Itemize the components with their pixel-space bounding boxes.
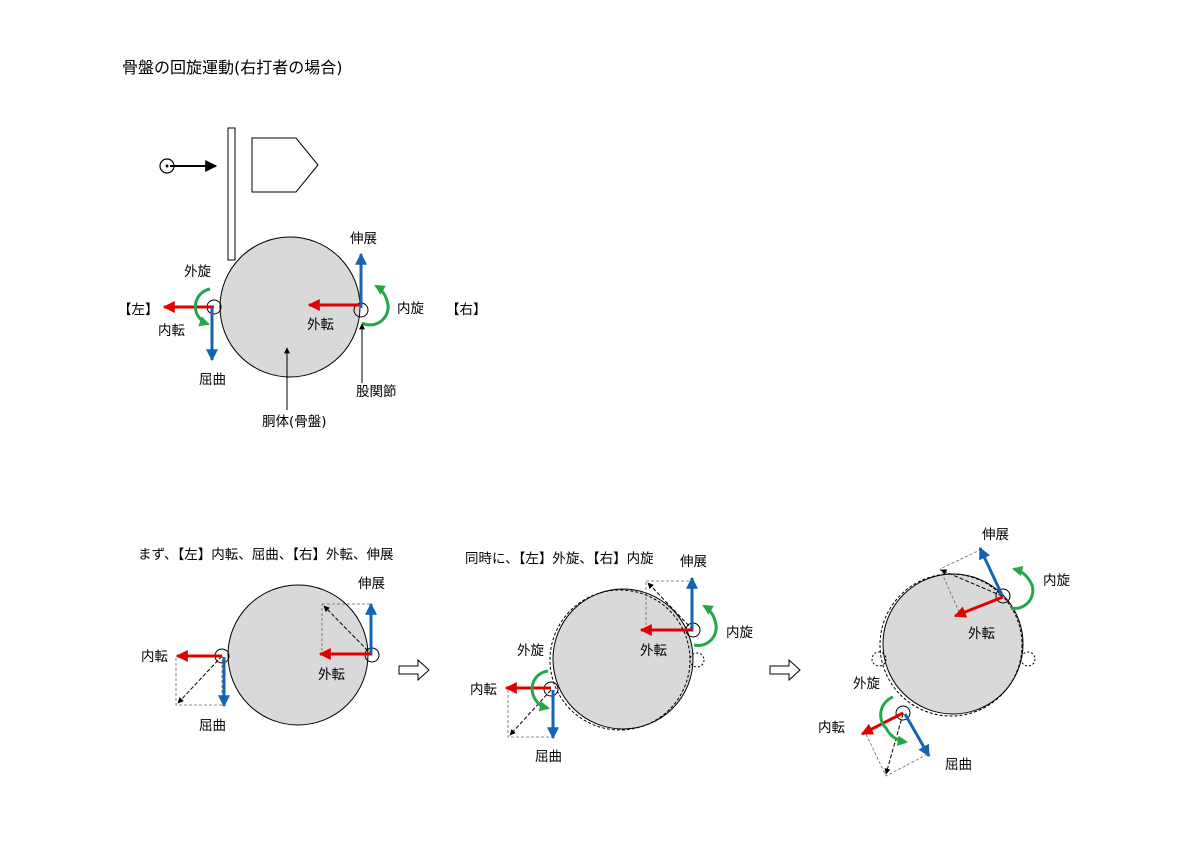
step2-diagram (504, 576, 718, 740)
step2-abduction-label: 外転 (640, 643, 667, 659)
step3-extension-label: 伸展 (982, 527, 1009, 543)
step2-external-rotation-label: 外旋 (517, 643, 544, 659)
torso-label: 胴体(骨盤) (262, 414, 327, 430)
top-extension-label: 伸展 (350, 231, 377, 247)
step2-adduction-label: 内転 (470, 682, 497, 698)
step3-external-rotation-label: 外旋 (853, 676, 880, 692)
step3-adduction-label: 内転 (818, 720, 845, 736)
step1-flexion-label: 屈曲 (199, 718, 226, 734)
left-external-rotation-arrow (193, 287, 211, 327)
step2-right-internal-rotation (693, 604, 718, 647)
step3-internal-rotation-label: 内旋 (1043, 573, 1070, 589)
step2-flexion-label: 屈曲 (535, 749, 562, 765)
right-side-label: 【右】 (446, 302, 487, 318)
step1-extension-label: 伸展 (358, 576, 385, 592)
top-flexion-label: 屈曲 (199, 372, 226, 388)
step2-torso (552, 588, 694, 730)
top-diagram (159, 127, 390, 410)
top-external-rotation-label: 外旋 (184, 264, 211, 280)
step1-adduction-label: 内転 (141, 649, 168, 665)
step2-extension-label: 伸展 (680, 554, 707, 570)
step3-right-hip (995, 588, 1011, 604)
left-side-label: 【左】 (118, 302, 159, 318)
step3-left-flexion (903, 713, 931, 758)
home-plate-icon (251, 137, 319, 193)
step3-diagram (860, 546, 1036, 777)
page-title: 骨盤の回旋運動(右打者の場合) (122, 58, 343, 77)
torso-circle (219, 236, 361, 378)
step3-left-external-rotation (879, 695, 909, 747)
step2-internal-rotation-label: 内旋 (726, 625, 753, 641)
step1-abduction-label: 外転 (318, 667, 345, 683)
top-adduction-label: 内転 (158, 323, 185, 339)
right-internal-rotation-arrow (361, 284, 390, 327)
step3-right-abduction (953, 595, 1004, 618)
top-abduction-label: 外転 (307, 317, 334, 333)
step1-caption: まず、【左】内転、屈曲、【右】外転、伸展 (138, 547, 394, 563)
hip-joint-label: 股関節 (356, 384, 397, 400)
step3-flexion-label: 屈曲 (945, 757, 972, 773)
step2-caption: 同時に、【左】外旋、【右】内旋 (465, 551, 654, 567)
step3-abduction-label: 外転 (968, 626, 995, 642)
next-arrow-1 (398, 658, 430, 682)
top-internal-rotation-label: 内旋 (397, 301, 424, 317)
step1-diagram (175, 584, 380, 726)
step3-left-hip (895, 705, 911, 721)
bat-icon (227, 127, 236, 261)
step3-right-extension (978, 546, 1004, 596)
next-arrow-2 (769, 658, 801, 682)
step2-left-external-rotation (530, 669, 551, 712)
step3-right-internal-rotation (1010, 565, 1035, 610)
